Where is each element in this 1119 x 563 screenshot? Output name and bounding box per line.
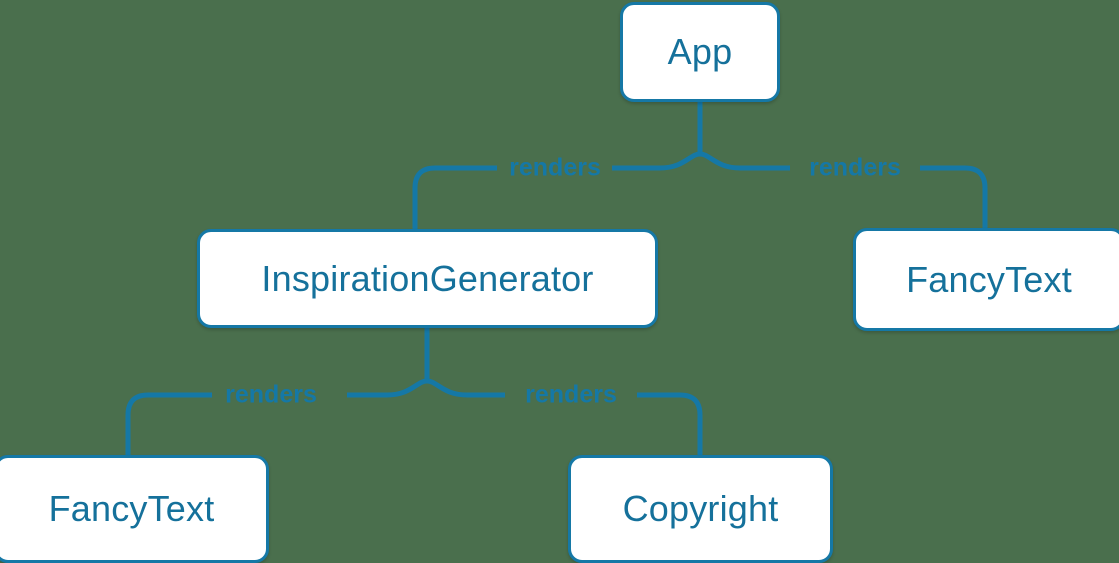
edge-inspgen-fancy-elbow bbox=[125, 392, 149, 455]
edge-app-inspgen-elbow bbox=[412, 165, 436, 229]
node-copyright[interactable]: Copyright bbox=[568, 455, 833, 563]
edge-label-app-fancy-right: renders bbox=[809, 153, 901, 182]
edge-label-inspgen-copyright: renders bbox=[525, 380, 617, 409]
edge-label-app-inspgen: renders bbox=[509, 153, 601, 182]
edge-label-inspgen-fancy-left: renders bbox=[225, 380, 317, 409]
node-app-label: App bbox=[667, 31, 733, 72]
node-fancy-text-right[interactable]: FancyText bbox=[853, 228, 1119, 331]
node-fancy-text-right-label: FancyText bbox=[906, 258, 1072, 300]
node-inspiration-generator-label: InspirationGenerator bbox=[261, 257, 594, 299]
edge-inspgen-junction bbox=[386, 378, 468, 398]
edge-inspgen-copyright-elbow bbox=[679, 392, 703, 455]
node-fancy-text-left[interactable]: FancyText bbox=[0, 455, 269, 563]
node-inspiration-generator[interactable]: InspirationGenerator bbox=[197, 229, 658, 328]
edge-app-junction bbox=[659, 151, 741, 171]
node-app[interactable]: App bbox=[620, 2, 780, 102]
node-copyright-label: Copyright bbox=[622, 488, 779, 529]
node-fancy-text-left-label: FancyText bbox=[48, 488, 215, 529]
edge-app-fancy-elbow bbox=[964, 165, 988, 228]
